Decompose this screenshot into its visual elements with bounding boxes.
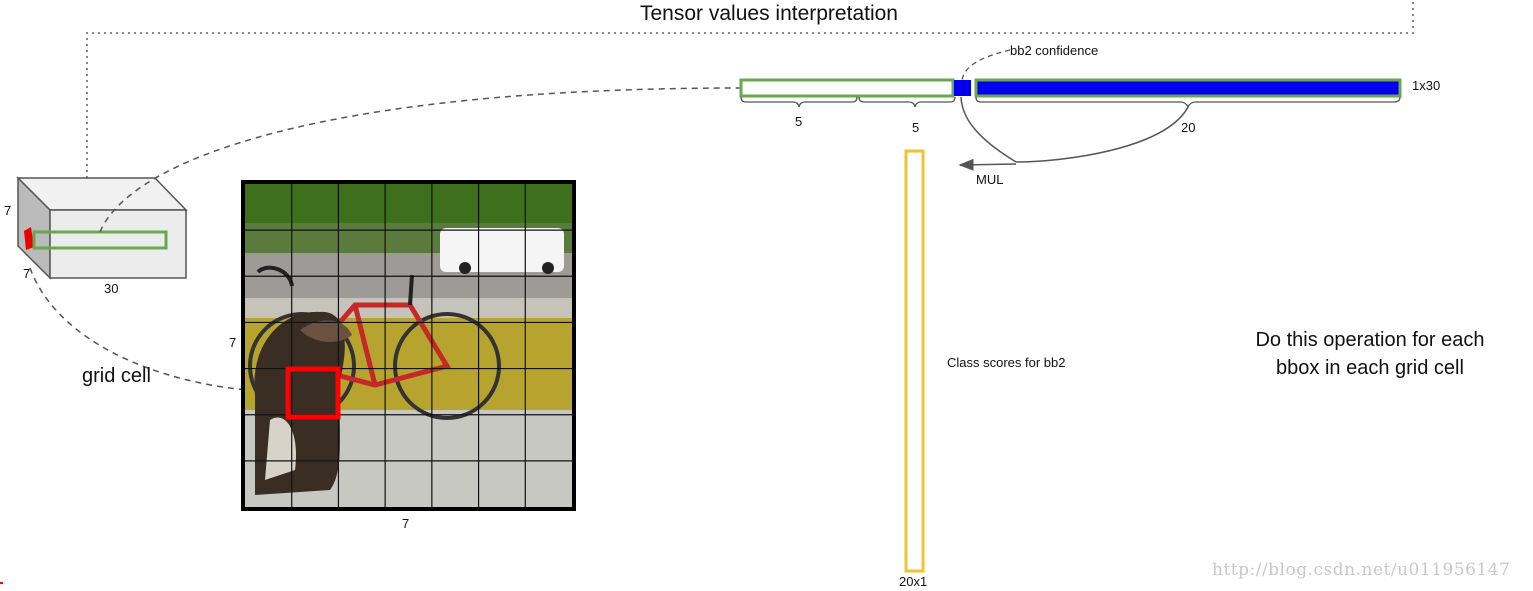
segment-2-size-label: 5 [912, 120, 920, 135]
image-height-label: 7 [229, 335, 237, 350]
segment-braces [740, 96, 1401, 109]
confidence-to-mul-curve [960, 96, 1017, 163]
column-size-label: 20x1 [899, 574, 928, 589]
grid-cell-highlight [285, 366, 341, 420]
image-width-label: 7 [402, 516, 410, 531]
operation-note-line-2: bbox in each grid cell [1276, 357, 1464, 379]
bb2-confidence-pointer [961, 49, 1011, 81]
bb2-confidence-label: bb2 confidence [1010, 43, 1099, 58]
segment-3-size-label: 20 [1181, 120, 1196, 135]
mul-arrow [958, 158, 1017, 171]
mul-label: MUL [976, 172, 1004, 187]
grid-cell-connector [29, 267, 289, 393]
classes-to-mul-curve [1015, 106, 1189, 163]
bbox1-and-bbox2-segment [739, 78, 955, 98]
cube-height-label: 7 [4, 203, 12, 218]
operation-note: Do this operation for each bbox in each … [1236, 326, 1504, 382]
cube-depth-label: 7 [23, 266, 31, 281]
grid-cell-label: grid cell [82, 365, 151, 387]
dotted-frame-line [86, 0, 1414, 178]
cube-width-label: 30 [104, 281, 119, 296]
grid-image [241, 180, 576, 511]
vector-bar [739, 78, 1402, 98]
diagram-title: Tensor values interpretation [640, 2, 898, 25]
segment-1-size-label: 5 [795, 114, 803, 129]
vector-connector [99, 87, 741, 233]
bb2-confidence-cell [954, 80, 971, 96]
class-probabilities-segment [974, 78, 1402, 98]
class-scores-column [904, 149, 925, 573]
watermark: http://blog.csdn.net/u011956147 [1212, 560, 1511, 580]
vector-size-label: 1x30 [1412, 78, 1441, 93]
operation-note-line-1: Do this operation for each [1255, 329, 1485, 351]
class-scores-label: Class scores for bb2 [947, 355, 1066, 370]
grid-cell-marker [24, 227, 34, 250]
